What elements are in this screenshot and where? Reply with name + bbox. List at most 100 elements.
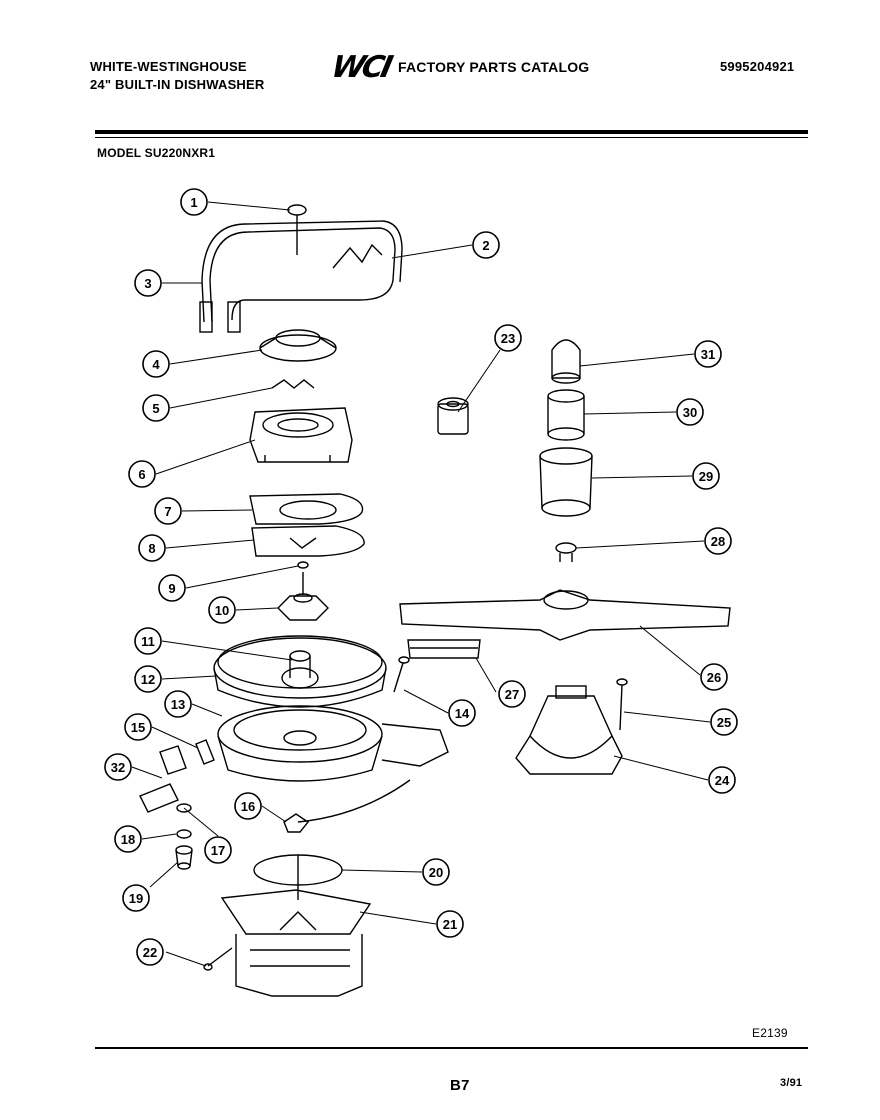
callout-17-label: 17 (211, 843, 225, 858)
part-32-hose (159, 745, 187, 775)
callout-24: 24 (708, 766, 736, 794)
brand-block: WHITE-WESTINGHOUSE 24" BUILT-IN DISHWASH… (90, 58, 264, 94)
callout-5: 5 (142, 394, 170, 422)
part-23-cup (437, 397, 469, 435)
callout-10-label: 10 (215, 603, 229, 618)
part-10-impeller (277, 572, 329, 621)
part-26-spray-arm (399, 589, 731, 641)
callout-23: 23 (494, 324, 522, 352)
part-5-spring (271, 379, 315, 389)
callout-26-label: 26 (707, 670, 721, 685)
callout-14-label: 14 (455, 706, 470, 721)
part-29-tube (539, 447, 593, 517)
part-22-screw (203, 947, 233, 971)
callout-17: 17 (204, 836, 232, 864)
part-31-nozzle (551, 339, 581, 384)
callout-26: 26 (700, 663, 728, 691)
part-3-tube (199, 220, 403, 333)
callout-25: 25 (710, 708, 738, 736)
part-13-sump (217, 705, 449, 782)
callout-12-label: 12 (141, 672, 155, 687)
part-11-hub (281, 650, 319, 689)
part-8-plate (251, 525, 365, 557)
callout-31: 31 (694, 340, 722, 368)
callout-18: 18 (114, 825, 142, 853)
revision-date: 3/91 (780, 1077, 803, 1089)
appliance-type: 24" BUILT-IN DISHWASHER (90, 77, 265, 92)
callout-6-label: 6 (138, 467, 145, 482)
part-25-screw (616, 678, 628, 731)
callout-8: 8 (138, 534, 166, 562)
part-6-housing (249, 407, 353, 463)
part-21-motor (220, 889, 372, 997)
header-rule-thin (95, 137, 808, 138)
callout-16: 16 (234, 792, 262, 820)
part-17-clamp (176, 803, 192, 813)
callout-9: 9 (158, 574, 186, 602)
callout-25-label: 25 (717, 715, 731, 730)
catalog-number: 5995204921 (720, 59, 795, 74)
part-18-washer (176, 829, 192, 839)
callout-20: 20 (422, 858, 450, 886)
callout-bubbles: 1 2 3 4 5 6 7 8 9 10 11 12 13 14 15 32 1… (104, 188, 738, 966)
callout-7: 7 (154, 497, 182, 525)
callout-22: 22 (136, 938, 164, 966)
callout-7-label: 7 (164, 504, 171, 519)
callout-14: 14 (448, 699, 476, 727)
callout-11: 11 (134, 627, 162, 655)
callout-31-label: 31 (701, 347, 715, 362)
part-27-support (407, 639, 481, 659)
callout-29-label: 29 (699, 469, 713, 484)
callout-4-label: 4 (152, 357, 160, 372)
part-9-seal (297, 561, 309, 569)
part-16-connector (283, 779, 411, 833)
part-7-plate (249, 493, 364, 525)
callout-5-label: 5 (152, 401, 159, 416)
part-15-fitting (195, 739, 215, 765)
part-14-screw (393, 656, 410, 693)
brand-name: WHITE-WESTINGHOUSE (90, 59, 247, 74)
callout-1-label: 1 (190, 195, 197, 210)
callout-10: 10 (208, 596, 236, 624)
callout-16-label: 16 (241, 799, 255, 814)
callout-29: 29 (692, 462, 720, 490)
drawing-code: E2139 (752, 1026, 788, 1040)
callout-15: 15 (124, 713, 152, 741)
callout-22-label: 22 (143, 945, 157, 960)
callout-13-label: 13 (171, 697, 185, 712)
callout-19: 19 (122, 884, 150, 912)
callout-23-label: 23 (501, 331, 515, 346)
callout-28-label: 28 (711, 534, 725, 549)
part-24-cone (515, 685, 623, 775)
callout-11-label: 11 (141, 634, 155, 649)
callout-21: 21 (436, 910, 464, 938)
footer-rule (95, 1047, 808, 1049)
part-12-cover (213, 635, 387, 708)
callout-1: 1 (180, 188, 208, 216)
part-2-clip (332, 243, 383, 269)
callout-28: 28 (704, 527, 732, 555)
catalog-title: FACTORY PARTS CATALOG (398, 59, 590, 75)
callout-30: 30 (676, 398, 704, 426)
callout-18-label: 18 (121, 832, 135, 847)
callout-4: 4 (142, 350, 170, 378)
part-4-cap (259, 329, 337, 362)
callout-30-label: 30 (683, 405, 697, 420)
callout-21-label: 21 (443, 917, 457, 932)
callout-32-label: 32 (111, 760, 125, 775)
leader-lines (131, 201, 711, 967)
part-30-tube (547, 389, 585, 441)
callout-6: 6 (128, 460, 156, 488)
callout-12: 12 (134, 665, 162, 693)
callout-19-label: 19 (129, 891, 143, 906)
page-number: B7 (450, 1077, 470, 1094)
callout-2: 2 (472, 231, 500, 259)
callout-20-label: 20 (429, 865, 443, 880)
callout-27: 27 (498, 680, 526, 708)
callout-3: 3 (134, 269, 162, 297)
callout-24-label: 24 (715, 773, 730, 788)
model-number: MODEL SU220NXR1 (97, 146, 216, 160)
callout-8-label: 8 (148, 541, 155, 556)
part-28-nut (555, 542, 577, 562)
